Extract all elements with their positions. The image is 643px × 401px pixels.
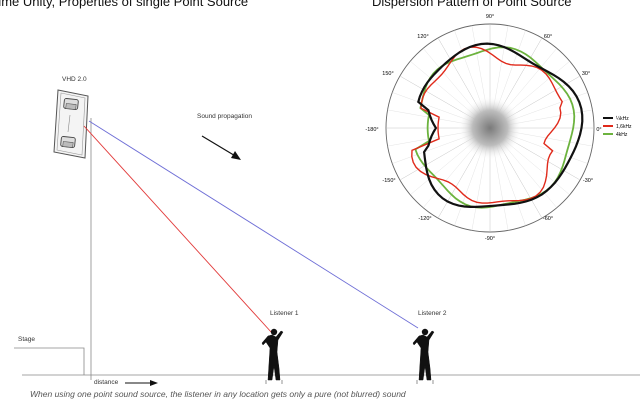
speaker-model-label: VHD 2.0 [62, 76, 87, 83]
angle-label-150: 150° [382, 71, 393, 77]
series-1-6khz-curve [411, 46, 563, 204]
series-quarter-khz-curve [417, 42, 584, 208]
angle-label-60: 60° [544, 34, 552, 40]
polar-legend: ¼kHz 1,6kHz 4kHz [603, 116, 632, 138]
left-title: ume Unity, Properties of single Point So… [0, 0, 249, 9]
legend-label-4khz: 4kHz [616, 132, 628, 138]
polar-center-shading [458, 96, 522, 160]
listener-2-label: Listener 2 [418, 310, 447, 317]
ray-to-listener-1 [83, 125, 273, 334]
angle-label-minus-90: -90° [485, 236, 495, 242]
distance-label: distance [94, 379, 119, 386]
angle-label-120: 120° [417, 34, 428, 40]
polar-chart: 90° 120° 60° 150° 30° -180° 0° -150° -30… [365, 14, 632, 242]
legend-label-1-6khz: 1,6kHz [616, 124, 632, 130]
angle-label-minus-30: -30° [583, 178, 593, 184]
propagation-arrow [201, 135, 241, 160]
sound-propagation-label: Sound propagation [197, 113, 252, 120]
angle-label-minus-60: -60° [543, 216, 553, 222]
right-title: Dispersion Pattern of Point Source [372, 0, 572, 9]
stage-outline [14, 347, 85, 375]
angle-label-minus-180: -180° [365, 127, 378, 133]
stage-label: Stage [18, 336, 35, 343]
distance-arrow [125, 380, 158, 386]
speaker-cabinet [53, 89, 89, 159]
angle-label-0: 0° [596, 127, 601, 133]
listener-1-figure [261, 328, 284, 384]
listener-1-label: Listener 1 [270, 310, 299, 317]
caption: When using one point sound source, the l… [30, 389, 406, 399]
listener-2-figure [412, 328, 435, 384]
angle-label-30: 30° [582, 71, 590, 77]
legend-label-quarter-khz: ¼kHz [616, 116, 629, 122]
ray-to-listener-2 [88, 120, 419, 329]
angle-label-minus-150: -150° [382, 178, 395, 184]
angle-label-minus-120: -120° [418, 216, 431, 222]
angle-label-90: 90° [486, 14, 494, 20]
